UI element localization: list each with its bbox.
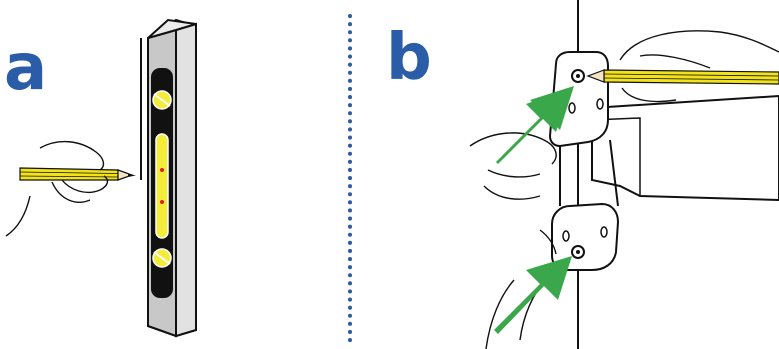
spirit-level-icon [148, 20, 196, 336]
wall-bracket-icon [550, 52, 779, 270]
arrow-icon [494, 256, 572, 334]
panel-label-a: a [4, 36, 47, 100]
hand-pencil-icon [6, 142, 136, 236]
hand-pencil-icon [588, 31, 779, 102]
panel-label-b: b [386, 26, 432, 90]
